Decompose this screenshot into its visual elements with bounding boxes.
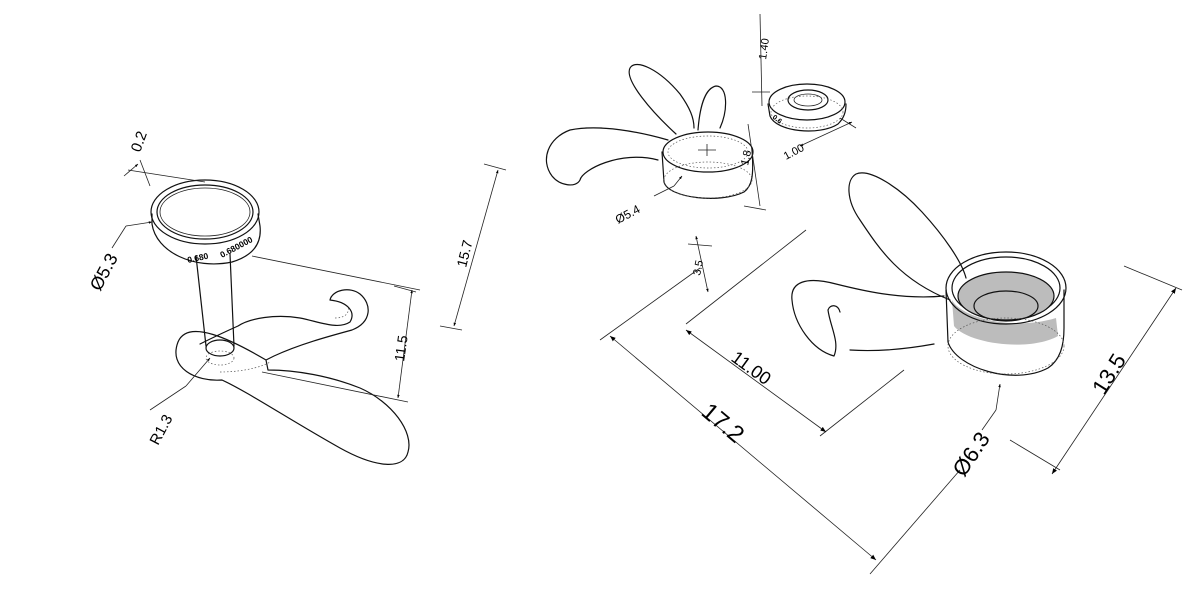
dim-0.2-ext-a <box>127 169 206 183</box>
dim-11.00-ext-a <box>685 229 807 325</box>
dim-d6.3-label: Ø6.3 <box>947 427 994 481</box>
dim-11.5-ext-a <box>261 371 409 403</box>
dim-1.00-ext <box>839 117 857 129</box>
part-2-ring-top <box>662 131 754 173</box>
part-3-engraving: 0.6 <box>771 114 783 126</box>
dim-13.5-line <box>1051 287 1177 475</box>
dim-1.8-line <box>747 123 761 207</box>
part-2-ring-band <box>661 149 754 199</box>
part-2-bunny-ears <box>545 63 727 186</box>
part-4-large-bunny-ring: 11.00 17.2 Ø6.3 13.5 <box>599 172 1183 575</box>
part-4-bunny-ears <box>791 172 967 357</box>
dim-3.5-line <box>695 235 709 293</box>
dim-3.5-ext <box>687 243 713 247</box>
part-2-ring-bottom-hidden <box>663 161 753 199</box>
part-3-bead-hole-inner <box>793 93 823 107</box>
dim-1.40-line <box>759 13 763 107</box>
dim-d5.4-leader-a <box>653 185 675 197</box>
part-1-ring-inner <box>156 184 254 240</box>
dim-r1.3-leader-b <box>185 357 211 387</box>
dim-0.2-ext-b <box>139 159 151 187</box>
dim-0.2-line <box>123 163 139 177</box>
part-3-bead-outer <box>768 83 846 121</box>
part-1-ring-on-stem: 0.680 0.680000 0.2 Ø5.3 15.7 11.5 R1.3 <box>86 129 507 465</box>
part-1-stem <box>195 253 235 347</box>
part-1-ring-outer <box>150 179 260 245</box>
part-4-ring-inner-shade <box>958 272 1054 320</box>
dim-15.7-line <box>453 169 499 327</box>
part-2-ring-inner-hidden <box>667 135 749 169</box>
dim-d5.3-leader-a <box>111 225 127 249</box>
dim-17.2-ext-a <box>599 267 701 341</box>
dim-d5.3-leader-b <box>125 221 153 227</box>
dim-13.5-ext-b <box>1123 265 1183 291</box>
part-1-bunny-base <box>175 289 410 465</box>
dim-13.5-label: 13.5 <box>1087 349 1131 399</box>
part-1-ear-hidden-line <box>334 305 349 319</box>
part-1-stem-foot <box>205 339 235 357</box>
dim-d6.3-leader-b <box>995 383 1001 411</box>
dim-17.2-ext-b <box>869 469 961 575</box>
dim-15.7-ext-a <box>251 255 421 291</box>
dim-d5.4-leader-b <box>673 175 683 187</box>
dim-d5.3-label: Ø5.3 <box>86 250 122 294</box>
dim-r1.3-leader-a <box>149 385 187 411</box>
dim-1.8-ext <box>743 205 767 211</box>
dim-17.2-line <box>609 335 877 561</box>
dim-15.7-label: 15.7 <box>453 238 475 269</box>
part-1-engraving-a: 0.680 <box>186 251 209 265</box>
dim-1.8-label: 1.8 <box>739 149 754 166</box>
dim-1.00-line <box>799 121 853 147</box>
dim-d6.3-leader-a <box>981 409 997 431</box>
dim-11.5-line <box>397 289 413 399</box>
dim-11.5-label: 11.5 <box>391 334 411 362</box>
dim-r1.3-label: R1.3 <box>147 412 177 448</box>
dim-d5.4-label: Ø5.4 <box>613 202 643 227</box>
part-3-bead: 0.6 1.40 1.00 <box>752 13 857 163</box>
part-1-stem-foot-hidden <box>205 350 235 366</box>
part-3-bead-bottom-hidden <box>770 95 844 129</box>
part-2-small-bunny-ring: Ø5.4 1.8 3.5 <box>545 63 767 293</box>
dim-0.2-label: 0.2 <box>128 129 151 154</box>
dim-17.2-label: 17.2 <box>696 398 749 449</box>
dim-15.7-ext-b <box>483 163 507 171</box>
part-1-base-hidden-line <box>219 361 271 373</box>
part-1-ring-bezel <box>159 187 251 237</box>
part-3-bead-hole <box>787 89 829 111</box>
dim-15.7-ext-c <box>439 325 463 331</box>
dim-11.00-label: 11.00 <box>728 347 775 389</box>
part-1-ring-band <box>151 213 261 265</box>
dim-13.5-ext-a <box>1009 439 1061 471</box>
part-4-ring-hole <box>973 290 1039 322</box>
dim-3.5-label: 3.5 <box>691 259 706 276</box>
dim-1.40-label: 1.40 <box>757 38 772 61</box>
part-4-band-shade <box>952 300 1058 345</box>
dim-11.00-ext-b <box>819 369 905 437</box>
